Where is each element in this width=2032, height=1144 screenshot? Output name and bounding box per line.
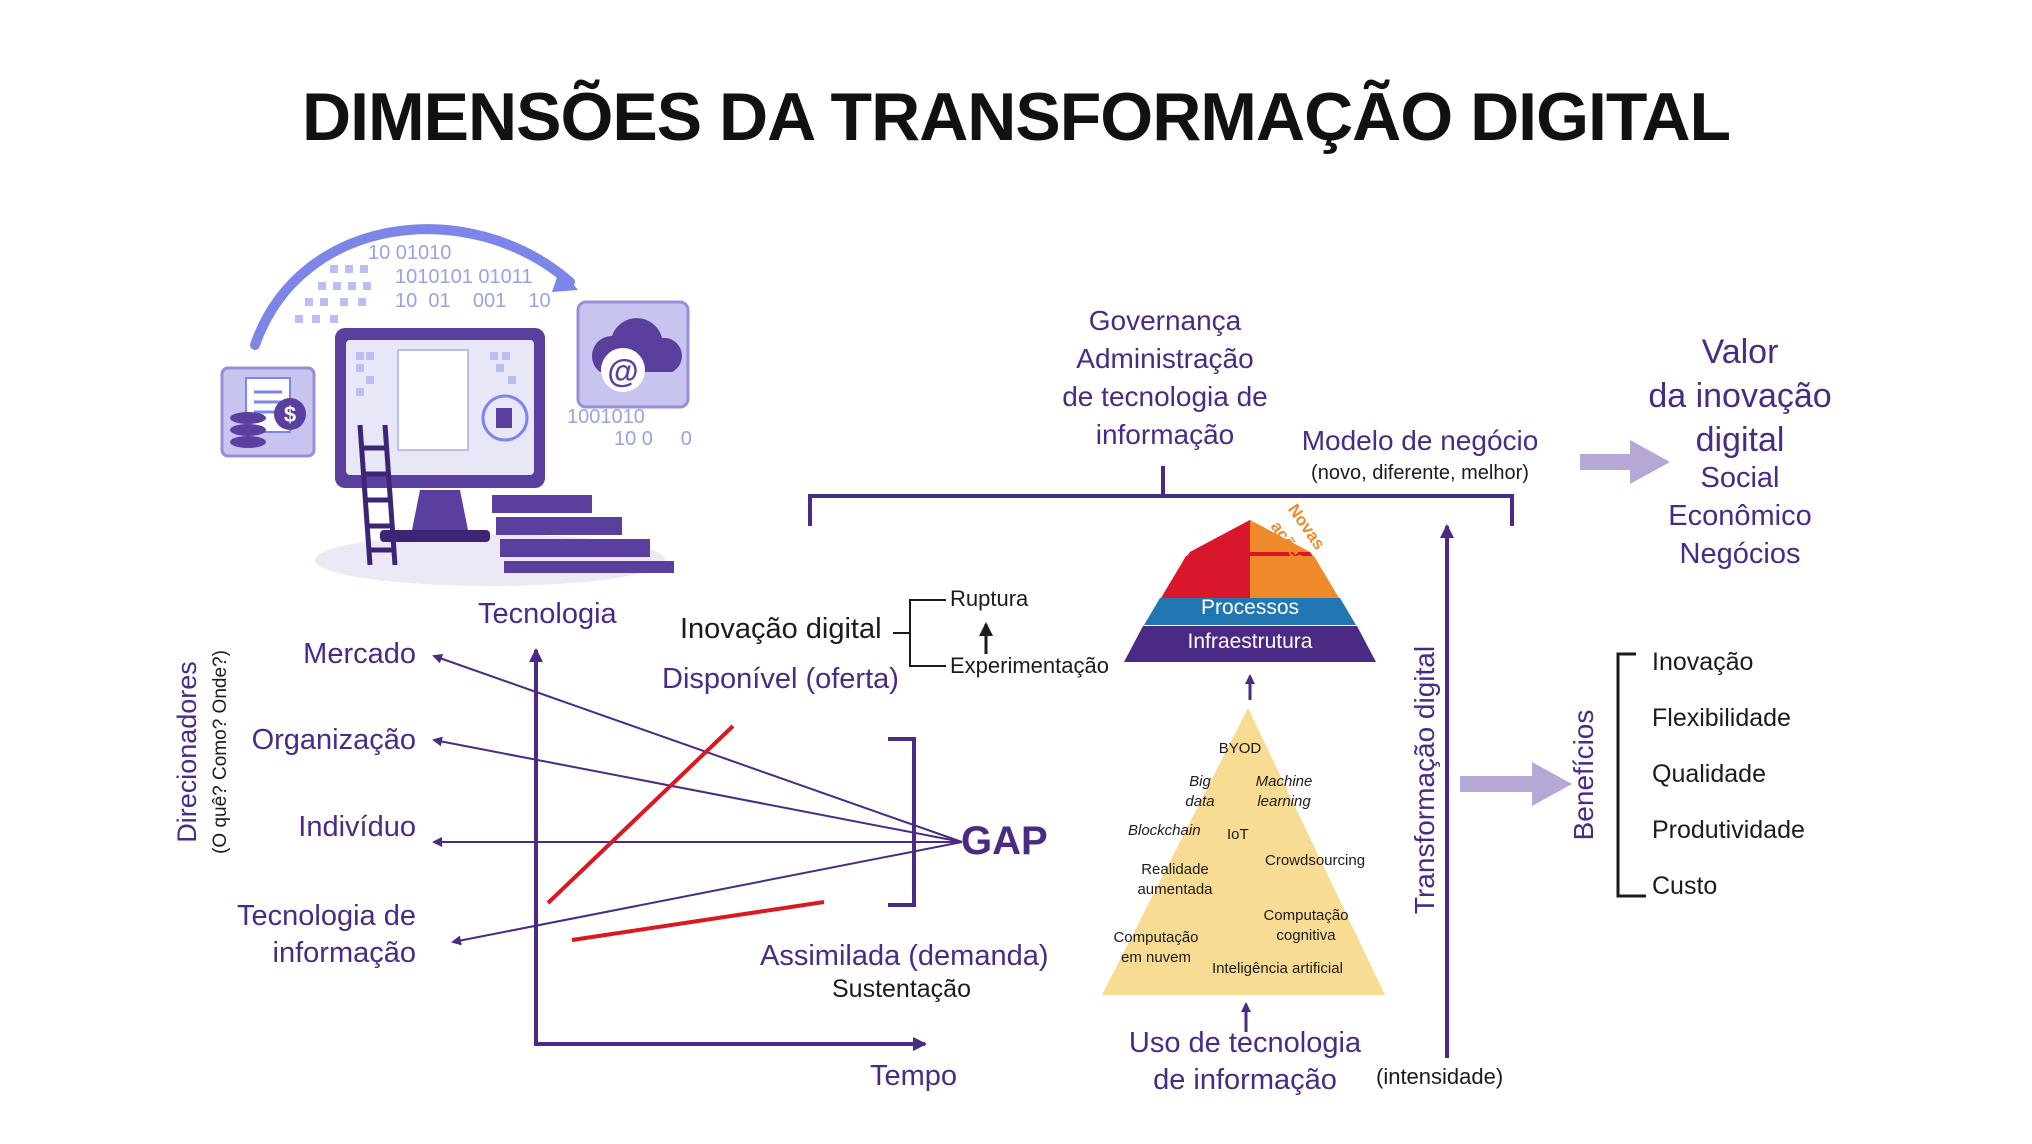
- monitor-stand: [410, 490, 470, 540]
- direcionador-organizacao: Organização: [251, 724, 416, 756]
- machine-learning-label: Machine learning: [1244, 772, 1324, 812]
- computacao-cognitiva-line-2: cognitiva: [1276, 927, 1336, 944]
- governanca-line-2: Administração: [1076, 343, 1254, 374]
- direcionadores-sublabel: (O quê? Como? Onde?): [210, 650, 231, 854]
- machine-learning-line-1: Machine: [1255, 773, 1313, 790]
- x-axis-label: Tempo: [870, 1060, 958, 1092]
- sustentacao-label: Sustentação: [832, 975, 971, 1003]
- arc-arrow-head: [552, 268, 578, 292]
- page-title: DIMENSÕES DA TRANSFORMAÇÃO DIGITAL: [302, 79, 1731, 155]
- gap-lines: [432, 653, 963, 946]
- beneficio-custo: Custo: [1652, 872, 1718, 900]
- gap-label: GAP: [961, 819, 1048, 863]
- screen-document: [397, 349, 469, 451]
- realidade-aumentada-label: Realidade aumentada: [1130, 860, 1220, 900]
- stairs: [492, 495, 674, 573]
- data-arc-arrow: [250, 224, 575, 350]
- binary-line-2: 1010101 01011: [395, 266, 533, 288]
- top-pyramid: [1124, 520, 1376, 662]
- assimilada-label: Assimilada (demanda): [760, 940, 1049, 972]
- beneficio-flexibilidade: Flexibilidade: [1652, 704, 1791, 732]
- beneficios-label: Benefícios: [1568, 710, 1599, 841]
- valor-social: Social: [1700, 462, 1780, 494]
- governanca-line-3: de tecnologia de: [1062, 381, 1268, 412]
- valor-line-2: da inovação: [1648, 377, 1832, 415]
- infraestrutura-label: Infraestrutura: [1187, 630, 1313, 653]
- computer-illustration: $: [220, 224, 690, 586]
- byod-label: BYOD: [1218, 740, 1262, 757]
- valor-line-3: digital: [1695, 421, 1785, 459]
- big-data-label: Big data: [1180, 772, 1220, 812]
- valor-line-1: Valor: [1701, 333, 1779, 371]
- governanca-line-1: Governança: [1088, 305, 1242, 336]
- uso-tecnologia-line-1: Uso de tecnologia: [1128, 1027, 1362, 1059]
- uso-tecnologia-block: Uso de tecnologia de informação: [1110, 1025, 1380, 1099]
- realidade-line-1: Realidade: [1141, 861, 1209, 878]
- inteligencia-artificial-label: Inteligência artificial: [1212, 960, 1343, 977]
- ruptura-label: Ruptura: [950, 586, 1029, 611]
- technology-pyramid: [1102, 708, 1385, 995]
- benefits-arrow: [1460, 762, 1572, 806]
- binary-right-1: 1001010: [567, 406, 645, 428]
- experimentacao-label: Experimentação: [950, 653, 1109, 678]
- direcionador-tecnologia-line-1: Tecnologia de: [237, 900, 416, 932]
- blockchain-label: Blockchain: [1128, 822, 1201, 839]
- valor-dimensions: Social Econômico Negócios: [1640, 459, 1840, 573]
- dollar-coin: [274, 398, 306, 430]
- computacao-nuvem-line-1: Computação: [1113, 929, 1199, 946]
- iot-label: IoT: [1227, 826, 1249, 843]
- realidade-line-2: aumentada: [1137, 881, 1213, 898]
- beneficios-bracket: [1616, 652, 1646, 898]
- disponivel-label: Disponível (oferta): [662, 663, 899, 695]
- computacao-nuvem-line-2: em nuvem: [1120, 949, 1192, 966]
- crowdsourcing-label: Crowdsourcing: [1265, 852, 1366, 869]
- governanca-line-4: informação: [1095, 419, 1235, 450]
- at-icon: @: [607, 353, 638, 389]
- governance-bracket: [808, 466, 1514, 526]
- computacao-nuvem-label: Computação em nuvem: [1106, 928, 1206, 968]
- modelo-negocio-title: Modelo de negócio: [1301, 425, 1539, 456]
- dollar-icon: $: [284, 402, 296, 427]
- computacao-cognitiva-label: Computação cognitiva: [1256, 906, 1356, 946]
- computacao-cognitiva-line-1: Computação: [1263, 907, 1349, 924]
- machine-learning-line-2: learning: [1257, 793, 1311, 810]
- beneficio-inovacao: Inovação: [1652, 648, 1754, 676]
- binary-line-3: 10 01 001 10: [395, 290, 551, 312]
- inovacao-bracket: [893, 599, 946, 667]
- direcionador-mercado: Mercado: [303, 638, 416, 670]
- screen-target-icon: [481, 394, 529, 442]
- direcionador-tecnologia: Tecnologia de informação: [200, 898, 416, 972]
- big-data-line-1: Big: [1189, 773, 1211, 790]
- uso-tecnologia-line-2: de informação: [1153, 1064, 1337, 1096]
- pixel-dots: [295, 265, 371, 323]
- direcionadores-label: Direcionadores: [172, 661, 202, 843]
- transformacao-label: Transformação digital: [1409, 646, 1440, 914]
- intensidade-label: (intensidade): [1376, 1064, 1504, 1089]
- big-data-line-2: data: [1185, 793, 1215, 810]
- valor-economico: Econômico: [1668, 500, 1812, 532]
- y-axis-label: Tecnologia: [478, 598, 617, 630]
- processos-band: [1144, 598, 1356, 625]
- gap-bracket: [888, 737, 916, 907]
- processos-label: Processos: [1200, 596, 1300, 619]
- governanca-block: Governança Administração de tecnologia d…: [1040, 302, 1290, 454]
- value-arrow: [1580, 440, 1670, 484]
- infraestrutura-band: [1124, 626, 1376, 662]
- beneficio-qualidade: Qualidade: [1652, 760, 1766, 788]
- valor-block: Valor da inovação digital: [1640, 330, 1840, 462]
- modelo-negocio-subtitle: (novo, diferente, melhor): [1311, 462, 1529, 484]
- valor-negocios: Negócios: [1679, 538, 1801, 570]
- ladder: [357, 424, 398, 566]
- direcionador-tecnologia-line-2: informação: [272, 937, 416, 969]
- inovacao-digital-label: Inovação digital: [680, 613, 882, 645]
- direcionador-individuo: Indivíduo: [298, 811, 416, 843]
- assimilada-line: [571, 900, 825, 942]
- binary-right-2: 10 0 0: [614, 428, 692, 450]
- disponivel-line: [546, 724, 735, 905]
- beneficio-produtividade: Produtividade: [1652, 816, 1805, 844]
- binary-line-1: 10 01010: [368, 242, 452, 264]
